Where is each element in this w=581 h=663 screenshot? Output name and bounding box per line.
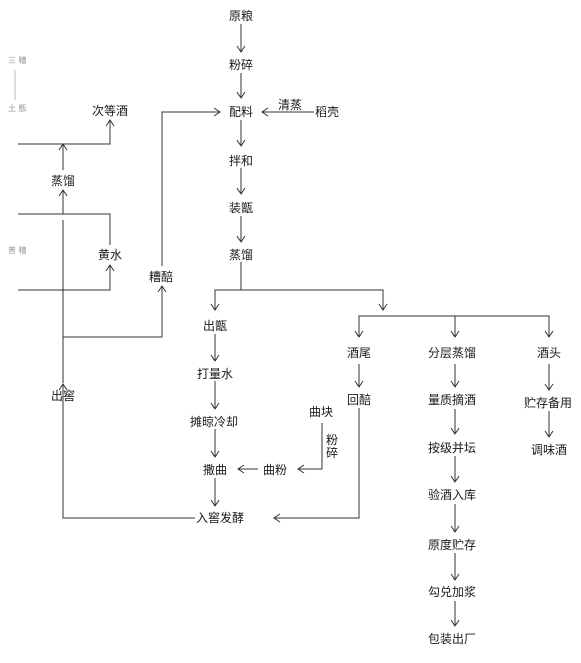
node-chuzeng: 出甑	[203, 319, 228, 333]
faint-mark-2: 土 甑	[8, 104, 27, 113]
arrowhead	[237, 464, 245, 474]
arrowhead	[236, 91, 246, 99]
node-yuandu: 原度贮存	[428, 538, 477, 552]
node-fensui: 粉碎	[229, 58, 254, 72]
arrowhead	[354, 330, 364, 338]
edge-huangshui-zhengliu	[18, 213, 111, 245]
edge-rujiao-chujiao	[62, 384, 195, 519]
edge-branch-bus	[214, 289, 384, 310]
node-goudui: 勾兑加浆	[428, 585, 477, 599]
arrowhead	[58, 383, 68, 391]
node-peiliao: 配料	[229, 105, 254, 119]
arrowhead	[544, 430, 554, 438]
arrowhead	[213, 107, 221, 117]
node-saqu: 撒曲	[203, 463, 228, 477]
edge-jiu-bus	[358, 315, 550, 337]
arrowhead	[105, 119, 115, 127]
edge-huizao-rujiao	[274, 408, 360, 519]
arrowhead	[378, 303, 388, 311]
faint-mark-1: 三 糟	[8, 56, 27, 65]
edge-to-zaozao	[63, 286, 163, 338]
node-tanliang: 摊晾冷却	[190, 415, 239, 429]
edge-zaozao-peiliao	[161, 111, 220, 266]
arrowhead	[544, 383, 554, 391]
node-fenceng: 分层蒸馏	[428, 346, 477, 360]
arrowhead	[450, 330, 460, 338]
node-anji: 按级并坛	[428, 441, 477, 455]
arrowhead	[273, 513, 281, 523]
arrowhead	[157, 285, 167, 293]
arrowhead	[450, 573, 460, 581]
faint-mark-3: 普 糟	[8, 246, 27, 255]
edge-to-huangshui	[63, 265, 111, 291]
arrowhead	[236, 139, 246, 147]
node-rujiao: 入窖发酵	[196, 511, 245, 525]
edge-to-cideng	[18, 120, 111, 145]
arrowhead	[236, 45, 246, 53]
arrowhead	[58, 189, 68, 197]
node-zhucun: 贮存备用	[524, 396, 573, 410]
arrowhead	[210, 499, 220, 507]
node-zaozao: 糟醅	[149, 270, 174, 284]
node-daoke: 稻壳	[315, 105, 340, 119]
node-qingzheng: 清蒸	[278, 98, 303, 112]
arrowhead	[261, 107, 269, 117]
node-huizao: 回醅	[347, 393, 372, 407]
arrowhead	[210, 402, 220, 410]
node-zhengliu-main: 蒸馏	[229, 248, 254, 262]
node-yuanliang: 原粮	[229, 9, 254, 23]
arrowhead	[450, 427, 460, 435]
node-qufen: 曲粉	[263, 463, 288, 477]
node-tiaowei: 调味酒	[531, 443, 568, 457]
arrowhead	[210, 450, 220, 458]
arrowhead	[236, 187, 246, 195]
node-liangzhi: 量质摘酒	[428, 393, 477, 407]
node-huangshui: 黄水	[98, 248, 123, 262]
node-cideng: 次等酒	[92, 104, 129, 118]
edge-qukuai-qufen	[298, 423, 323, 470]
node-fensui-vertical: 粉碎	[326, 433, 339, 460]
node-banhe: 拌和	[229, 154, 254, 168]
arrowhead	[544, 330, 554, 338]
node-jiutou: 酒头	[537, 346, 562, 360]
arrowhead	[105, 264, 115, 272]
arrowhead	[236, 235, 246, 243]
arrowhead	[450, 475, 460, 483]
node-baozhuang: 包装出厂	[428, 632, 477, 646]
node-zhengliu-left: 蒸馏	[51, 174, 76, 188]
arrowhead	[297, 464, 305, 474]
node-zhuangzeng: 装甑	[229, 201, 254, 215]
node-jiuwei: 酒尾	[347, 346, 372, 360]
arrowhead	[210, 354, 220, 362]
arrowhead	[450, 380, 460, 388]
node-daliangshui: 打量水	[197, 367, 234, 381]
arrowhead	[450, 619, 460, 627]
arrowhead	[354, 380, 364, 388]
node-qukuai: 曲块	[309, 405, 334, 419]
node-chujiao: 出窖	[51, 389, 76, 403]
arrowhead	[450, 525, 460, 533]
arrowhead	[210, 303, 220, 311]
node-yanjiu: 验酒入库	[428, 488, 477, 502]
